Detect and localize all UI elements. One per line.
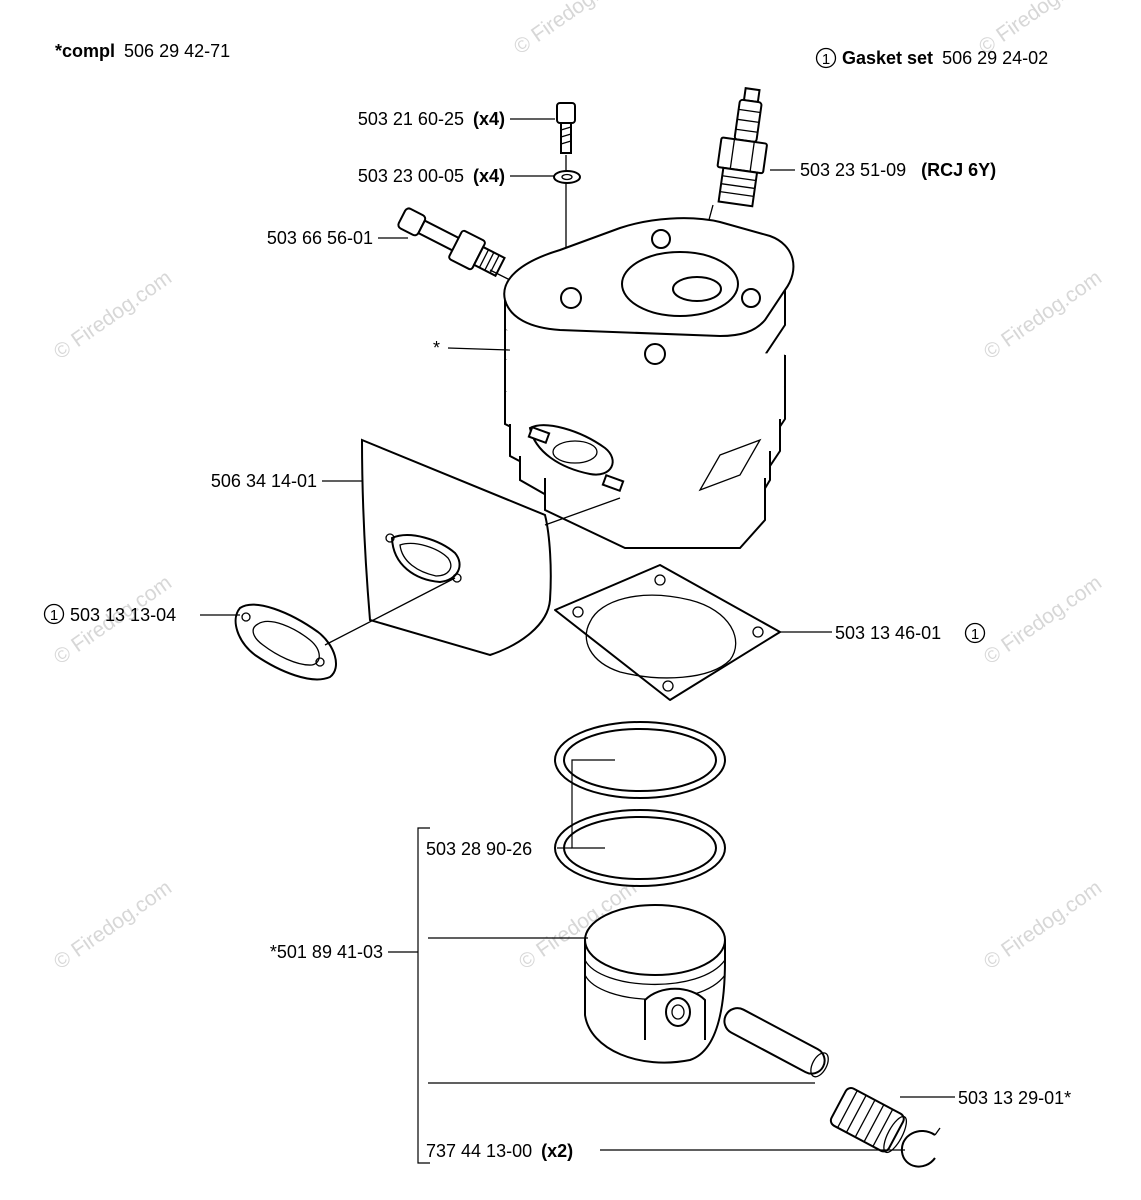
piston-part — [584, 904, 726, 1064]
cylinder-marker: * — [433, 338, 440, 358]
watermark: © Firedog.com — [50, 876, 176, 974]
spark-plug-note: (RCJ 6Y) — [921, 160, 996, 180]
gasket-circle: 1 — [822, 51, 830, 68]
screw-number: 503 21 60-25 — [358, 109, 464, 129]
plate-number: 506 34 14-01 — [211, 471, 317, 491]
svg-text:Gasket set 506 29 24-02: Gasket set 506 29 24-02 — [842, 48, 1048, 68]
watermark: © Firedog.com — [980, 266, 1106, 364]
watermark: © Firedog.com — [980, 876, 1106, 974]
gasket-set-number: 506 29 24-02 — [942, 48, 1048, 68]
compl-prefix: *compl — [55, 41, 115, 61]
svg-text:503 21 60-25 (x4): 503 21 60-25 (x4) — [358, 109, 505, 129]
circlip-part — [900, 1127, 941, 1168]
washer-number: 503 23 00-05 — [358, 166, 464, 186]
washer-part — [553, 170, 581, 184]
header: *compl 506 29 42-71 1 Gasket set 506 29 … — [55, 41, 1048, 69]
circle-marker-icon — [964, 622, 986, 644]
muffler-gasket-part — [234, 603, 337, 681]
svg-text:503 23 51-09 (RCJ 6Y): 503 23 51-09 (RCJ 6Y) — [800, 160, 996, 180]
screw-qty: (x4) — [473, 109, 505, 129]
spark-plug-part — [716, 87, 768, 208]
piston-pin-part — [723, 1007, 829, 1078]
watermark: © Firedog.com — [980, 571, 1106, 669]
gasket-set-label: Gasket set — [842, 48, 933, 68]
piston-rings-part — [554, 721, 726, 887]
watermark: © Firedog.com — [50, 266, 176, 364]
cylinder-part — [503, 217, 795, 549]
compl-number: 506 29 42-71 — [124, 41, 230, 61]
washer-qty: (x4) — [473, 166, 505, 186]
circlip-number: 737 44 13-00 — [426, 1141, 532, 1161]
piston-kit-number: *501 89 41-03 — [270, 942, 383, 962]
valve-number: 503 66 56-01 — [267, 228, 373, 248]
watermark: © Firedog.com — [510, 0, 636, 59]
cylinder-gasket-part — [554, 564, 781, 701]
circle-marker-icon — [815, 47, 837, 69]
cylinder-gasket-circle: 1 — [971, 626, 979, 643]
valve-part — [397, 207, 506, 278]
circle-marker-icon — [43, 603, 65, 625]
rings-number: 503 28 90-26 — [426, 839, 532, 859]
spark-plug-number: 503 23 51-09 — [800, 160, 906, 180]
svg-text:503 23 00-05 (x4): 503 23 00-05 (x4) — [358, 166, 505, 186]
cylinder-gasket-number: 503 13 46-01 — [835, 623, 941, 643]
piston-kit-bracket — [388, 827, 430, 1164]
bearing-number: 503 13 29-01* — [958, 1088, 1071, 1108]
svg-text:737 44 13-00 (x2): 737 44 13-00 (x2) — [426, 1141, 573, 1161]
svg-text:*compl 506 29 42-71: *compl 506 29 42-71 — [55, 41, 230, 61]
muffler-gasket-number: 503 13 13-04 — [70, 605, 176, 625]
needle-bearing-part — [829, 1087, 908, 1154]
muffler-gasket-circle: 1 — [50, 607, 58, 624]
circlip-qty: (x2) — [541, 1141, 573, 1161]
